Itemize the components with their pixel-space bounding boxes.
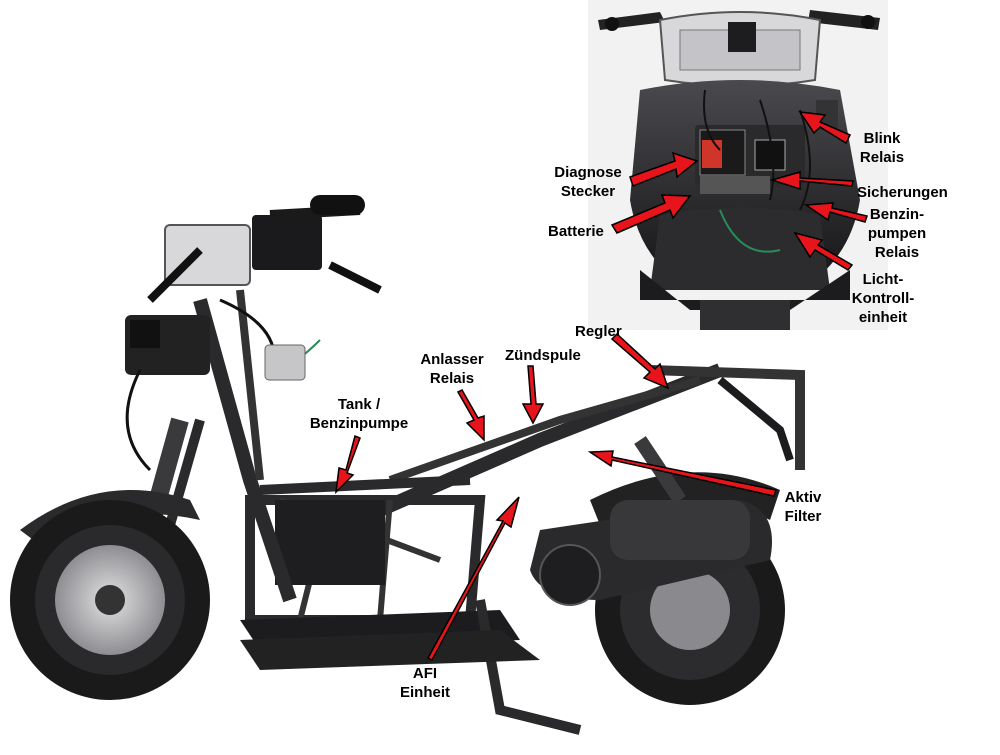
arrow-tank-benzinpumpe [334, 434, 361, 495]
arrow-licht-kontrolleinheit [793, 231, 854, 271]
label-zuendspule: Zündspule [505, 347, 581, 364]
label-licht-kontrolleinheit: Licht- Kontroll- einheit [851, 271, 915, 326]
arrow-benzinpumpen-relais [803, 202, 868, 223]
arrow-regler [610, 332, 670, 390]
label-tank-benzinpumpe: Tank / Benzinpumpe [309, 396, 409, 432]
scooter-body [10, 195, 805, 735]
label-sicherungen: Sicherungen [857, 184, 948, 201]
label-benzinpumpen-relais: Benzin- pumpen Relais [867, 206, 927, 261]
arrow-zuendspule [521, 365, 545, 425]
label-anlasser-relais: Anlasser Relais [420, 351, 484, 387]
label-diagnose-stecker: Diagnose Stecker [554, 164, 622, 200]
label-aktiv-filter: Aktiv Filter [784, 489, 822, 525]
arrow-anlasser-relais [456, 389, 485, 442]
inset-photo [588, 0, 888, 330]
arrow-diagnose-stecker [629, 151, 699, 187]
arrow-aktiv-filter [587, 450, 777, 497]
label-regler: Regler [575, 323, 622, 340]
label-blink-relais: Blink Relais [859, 130, 905, 166]
arrow-blink-relais [798, 111, 852, 145]
label-afi-einheit: AFI Einheit [399, 665, 450, 701]
arrow-batterie [610, 194, 692, 234]
arrow-afi-einheit [426, 496, 520, 661]
arrow-sicherungen [769, 171, 854, 191]
callout-arrows [334, 111, 868, 661]
label-batterie: Batterie [548, 223, 604, 240]
